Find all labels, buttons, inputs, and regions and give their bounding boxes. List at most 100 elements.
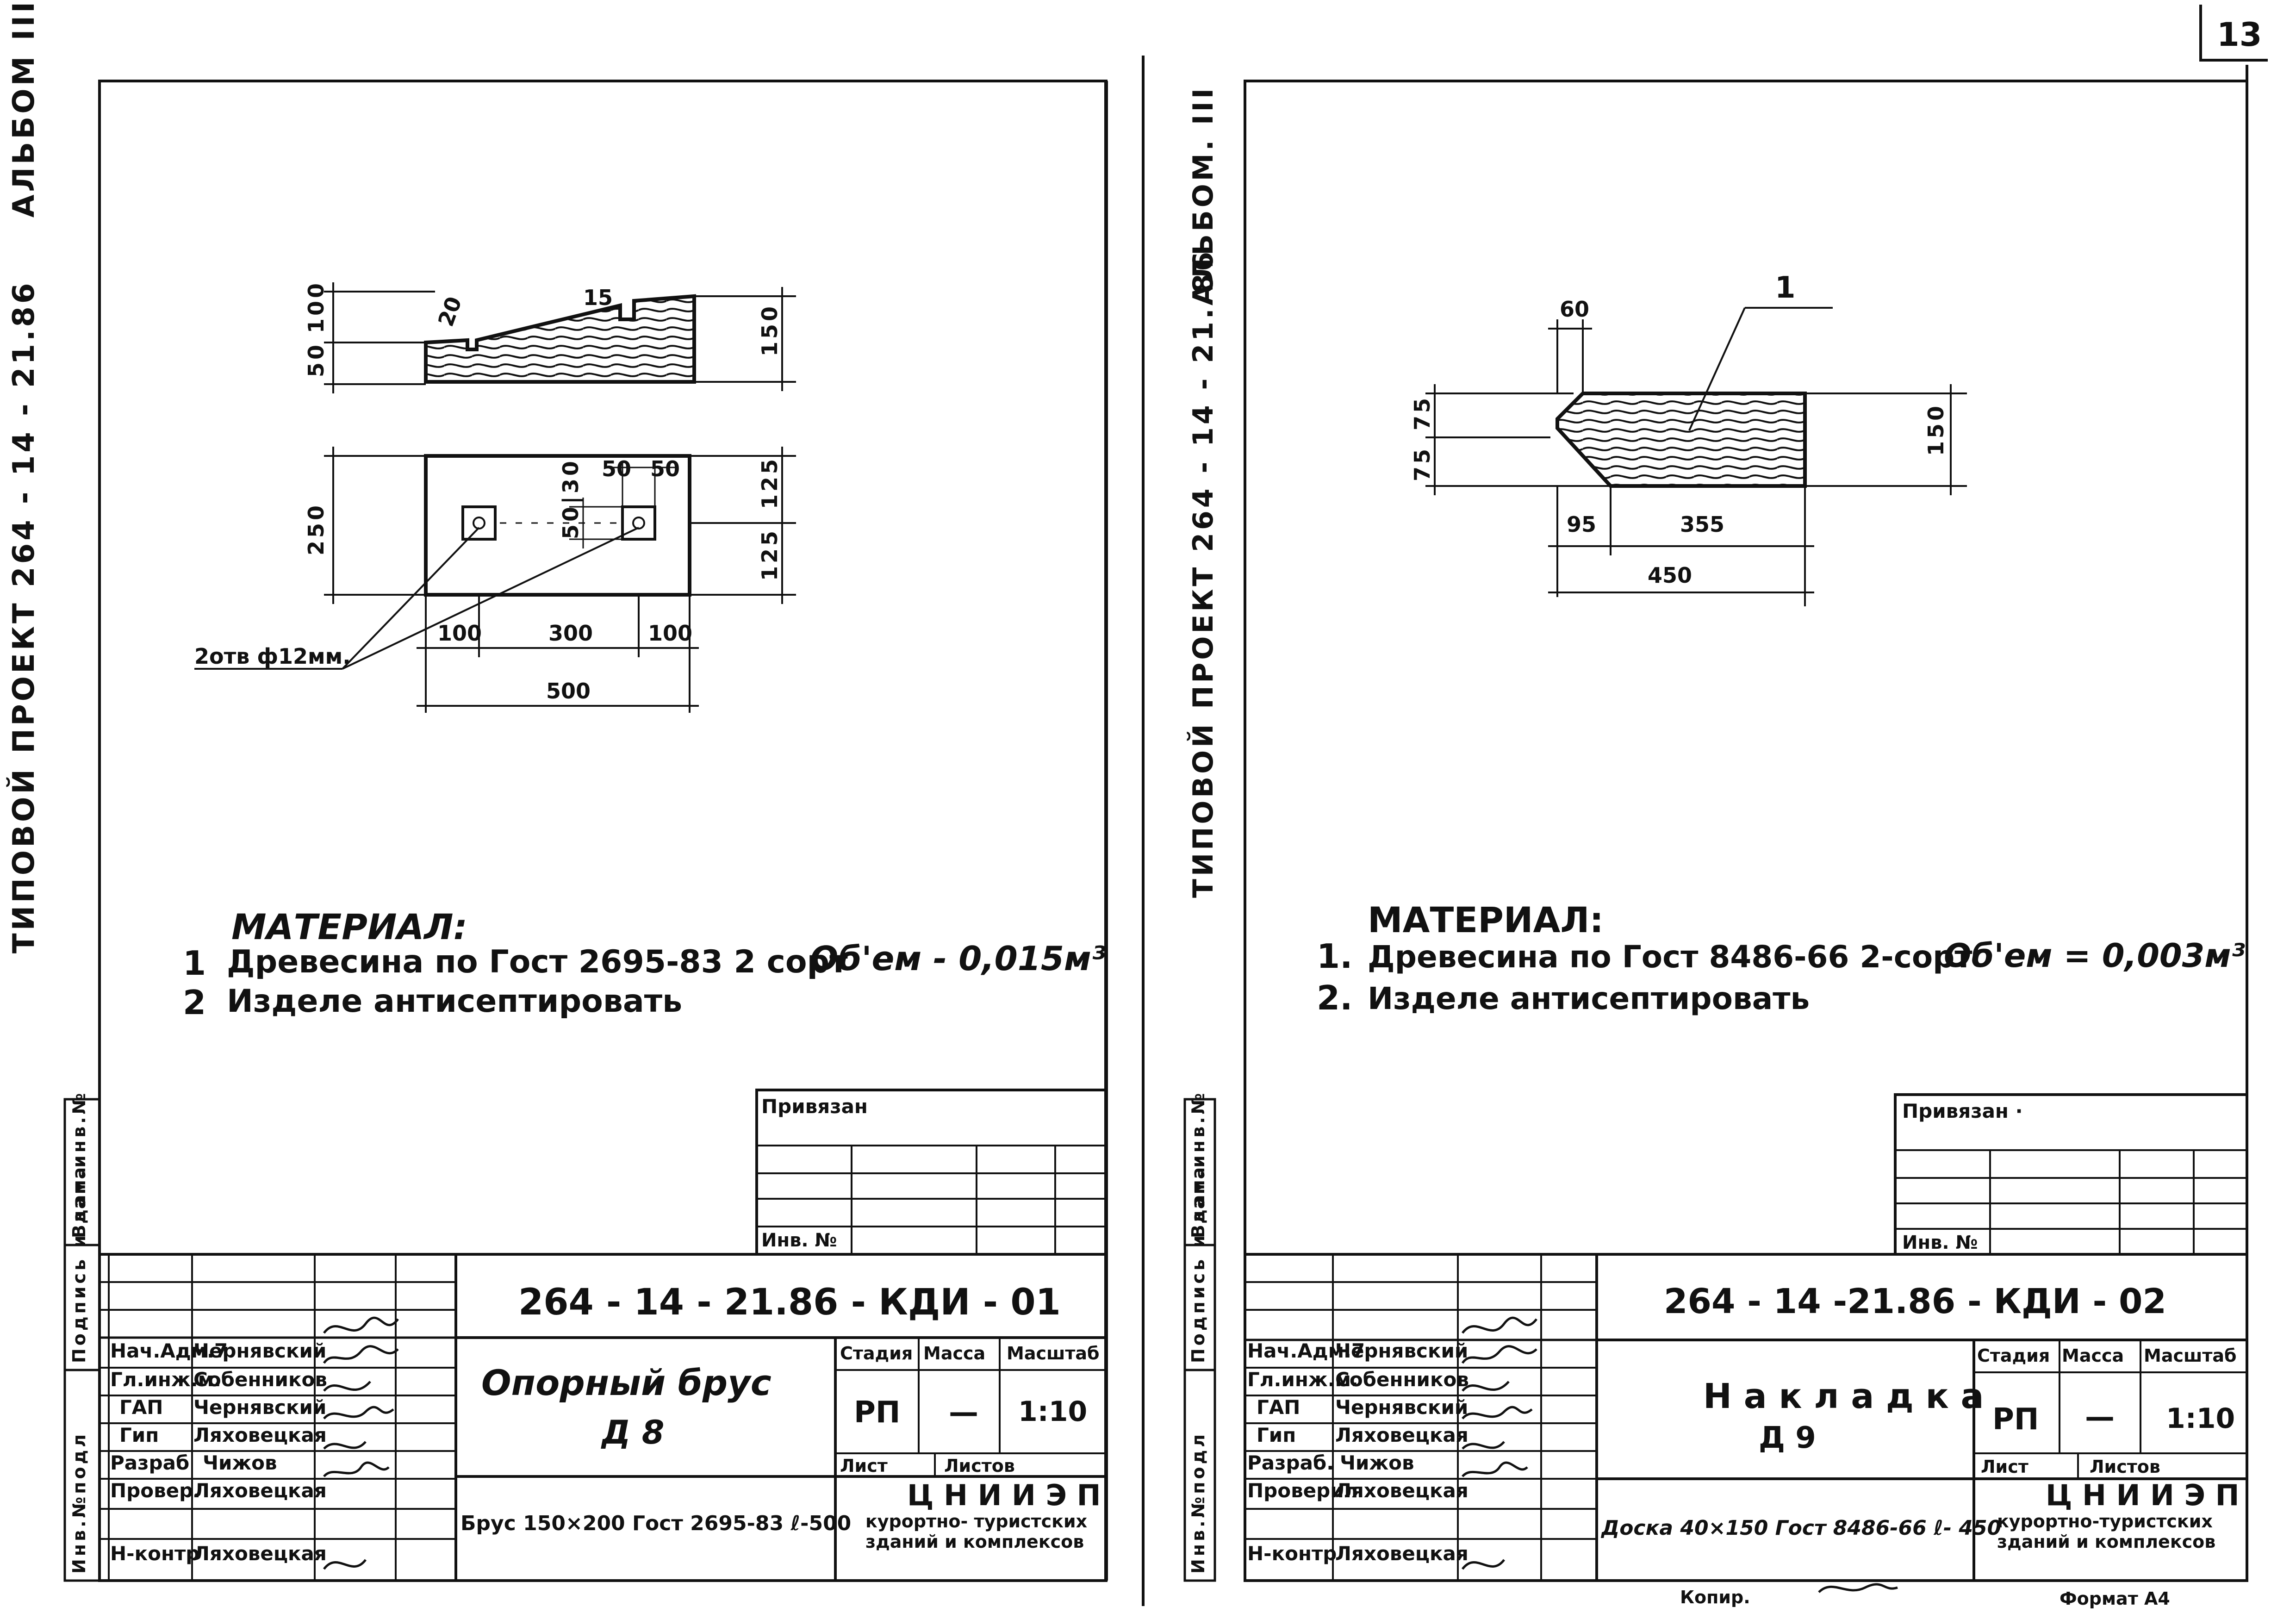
material-line1-num-left: 1 <box>183 944 206 983</box>
material-heading-left: МАТЕРИАЛ: <box>231 906 467 947</box>
org-sub1-right: курортно-туристских <box>1997 1511 2213 1532</box>
staff-role: ГАП <box>119 1396 163 1419</box>
material-volume-left: Об'ем - 0,015м³ <box>810 939 1106 978</box>
dim-bottom-355: 355 <box>1680 512 1725 537</box>
stage-label-right: Стадия <box>1977 1345 2050 1366</box>
dim-plan-250: 250 <box>304 502 329 555</box>
signatures <box>323 1316 1898 1593</box>
material-line1-num-right: 1. <box>1317 937 1353 976</box>
sheets-label-left: Листов <box>944 1456 1015 1476</box>
staff-name: Чернявский <box>193 1396 327 1419</box>
dim-hole-50a: 50 <box>602 456 632 481</box>
staff-name: Чижов <box>1340 1451 1414 1474</box>
org-name-right: Ц Н И И Э П <box>2046 1478 2240 1512</box>
material-line2-num-left: 2 <box>183 983 206 1022</box>
staff-name: Чернявский <box>193 1339 327 1362</box>
dim-chamfer-60: 60 <box>1560 297 1590 322</box>
staff-name: Чернявский <box>1335 1396 1468 1419</box>
dim-slope-15: 15 <box>583 285 613 310</box>
item-mark-left: Д 8 <box>602 1414 665 1451</box>
stage-value-left: РП <box>854 1395 901 1430</box>
staff-name: Ляховецкая <box>193 1424 327 1446</box>
scale-label-left: Масштаб <box>1007 1343 1100 1364</box>
material-line1-right: Древесина по Гост 8486-66 2-сорт <box>1368 939 1972 975</box>
project-stamp-left: ТИПОВОЙ ПРОЕКТ 264 - 14 - 21.86 <box>7 280 41 953</box>
spec-right: Доска 40×150 Гост 8486-66 ℓ- 450 <box>1601 1516 2002 1540</box>
inv-label-right: Инв. № <box>1902 1232 1978 1253</box>
material-line2-left: Изделе антисептировать <box>227 983 683 1020</box>
org-sub2-left: зданий и комплексов <box>865 1532 1084 1552</box>
dim-top-100: 100 <box>304 280 329 333</box>
project-stamp-right: ТИПОВОЙ ПРОЕКТ 264 - 14 - 21. 86 <box>1187 249 1220 898</box>
staff-role: ГАП <box>1257 1396 1300 1419</box>
doc-code-right: 264 - 14 -21.86 - КДИ - 02 <box>1664 1282 2167 1321</box>
staff-role: Гл.инж.м. <box>1247 1368 1358 1391</box>
mass-label-right: Масса <box>2062 1345 2124 1366</box>
staff-role: Н-контр <box>1247 1542 1337 1565</box>
dim-bottom-300: 300 <box>548 621 593 646</box>
dim-hole-5030: 50|30 <box>558 458 583 539</box>
material-heading-right: МАТЕРИАЛ: <box>1368 899 1604 940</box>
dim-total-450: 450 <box>1648 563 1692 588</box>
leader-label-1: 1 <box>1775 271 1796 305</box>
staff-role: Гип <box>1257 1424 1296 1446</box>
dim-left-75a: 75 <box>1410 395 1435 430</box>
staff-name: Собенников <box>1335 1368 1469 1391</box>
staff-name: Ляховецкая <box>1335 1424 1468 1446</box>
item-name-right: Н а к л а д к а <box>1703 1376 1984 1416</box>
scale-value-right: 1:10 <box>2166 1402 2235 1435</box>
left-podpis-label: Подпись и дата <box>69 1164 89 1363</box>
staff-role: Гип <box>119 1424 159 1446</box>
staff-name: Чижов <box>203 1451 277 1474</box>
staff-name: Ляховецкая <box>193 1542 327 1565</box>
staff-name: Ляховецкая <box>193 1479 327 1502</box>
staff-role: Гл.инж.м. <box>110 1368 221 1391</box>
staff-role: Нач.Адм.7 <box>1247 1339 1365 1362</box>
item-name-left: Опорный брус <box>481 1362 772 1403</box>
right-inv-podl-label: Инв.№подл <box>1188 1431 1208 1574</box>
material-line1-left: Древесина по Гост 2695-83 2 сорт <box>227 944 848 980</box>
privyazan-label-right: Привязан · <box>1902 1100 2023 1122</box>
dim-hole-50b: 50 <box>650 456 680 481</box>
dim-total-500: 500 <box>546 679 591 704</box>
dim-top-50: 50 <box>304 342 329 377</box>
staff-role: Проверил <box>1247 1479 1358 1502</box>
mass-label-left: Масса <box>923 1343 986 1364</box>
dim-left-75b: 75 <box>1410 446 1435 481</box>
org-sub2-right: зданий и комплексов <box>1997 1532 2216 1552</box>
privyazan-label-left: Привязан <box>761 1095 868 1118</box>
spec-left: Брус 150×200 Гост 2695-83 ℓ-500 <box>460 1512 852 1535</box>
dim-height-150: 150 <box>757 303 782 356</box>
material-line2-right: Изделе антисептировать <box>1368 981 1810 1016</box>
right-podpis-label: Подпись и дата <box>1188 1164 1208 1363</box>
doc-code-left: 264 - 14 - 21.86 - КДИ - 01 <box>518 1282 1061 1323</box>
staff-role: Провер. <box>110 1479 201 1502</box>
staff-role: Н-контр <box>110 1542 200 1565</box>
staff-role: Разраб <box>110 1451 190 1474</box>
kopir-label: Копир. <box>1680 1587 1750 1607</box>
scale-label-right: Масштаб <box>2144 1345 2237 1366</box>
staff-role: Разраб. <box>1247 1451 1334 1474</box>
staff-name: Ляховецкая <box>1335 1542 1468 1565</box>
staff-name: Чернявский <box>1335 1339 1468 1362</box>
dim-height-150-right: 150 <box>1923 403 1948 456</box>
material-volume-right: Об'ем = 0,003м³ <box>1944 937 2246 975</box>
left-inv-podl-label: Инв.№подл <box>69 1431 89 1574</box>
format-label: Формат А4 <box>2060 1588 2170 1609</box>
inv-label-left: Инв. № <box>761 1230 837 1251</box>
item-mark-right: Д 9 <box>1759 1421 1816 1455</box>
staff-name: Собенников <box>193 1368 327 1391</box>
dim-bottom-100b: 100 <box>648 621 693 646</box>
dim-plan-125b: 125 <box>757 528 782 581</box>
sheets-label-right: Листов <box>2090 1457 2160 1477</box>
mass-value-right: — <box>2085 1400 2115 1434</box>
holes-note: 2отв ф12мм. <box>194 644 351 669</box>
sheet-label-right: Лист <box>1981 1457 2028 1477</box>
scale-value-left: 1:10 <box>1018 1395 1088 1428</box>
org-sub1-left: курортно- туристских <box>865 1511 1088 1532</box>
dim-bottom-100a: 100 <box>437 621 482 646</box>
album-stamp-left: АЛЬБОМ III <box>7 0 41 218</box>
stage-value-right: РП <box>1992 1402 2039 1437</box>
staff-role: Нач.Адм.7 <box>110 1339 228 1362</box>
